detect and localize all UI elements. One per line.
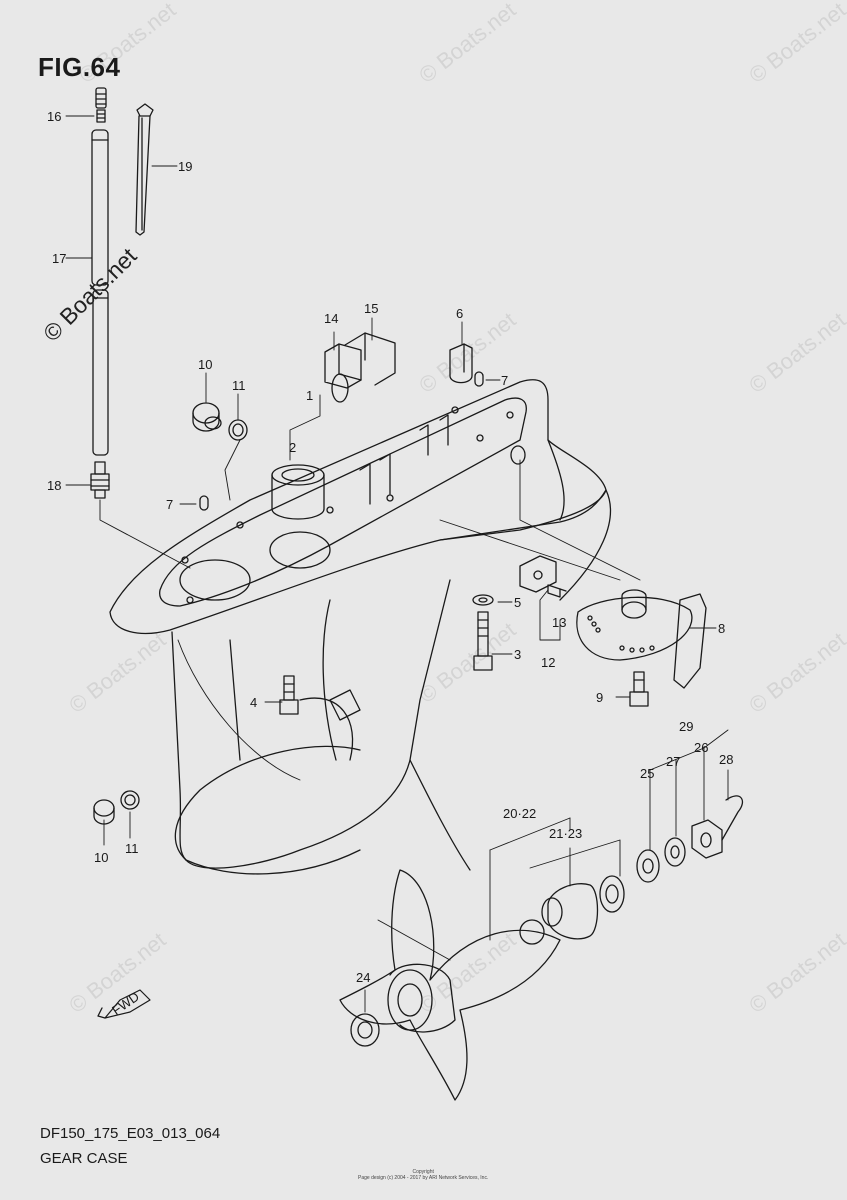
label-8: 8 — [718, 621, 725, 636]
label-7-left: 7 — [166, 497, 173, 512]
label-28: 28 — [719, 752, 733, 767]
label-17: 17 — [52, 251, 66, 266]
part-16-fitting — [95, 87, 107, 123]
label-10-top: 10 — [198, 357, 212, 372]
label-16: 16 — [47, 109, 61, 124]
part-7-pin-left — [199, 495, 209, 511]
part-8-trim-tab — [576, 589, 707, 689]
part-15-bracket — [344, 332, 396, 386]
label-13: 13 — [552, 615, 566, 630]
part-12-plate — [519, 555, 557, 593]
part-9-bolt — [629, 671, 649, 707]
part-25-washer — [636, 849, 660, 883]
label-29: 29 — [679, 719, 693, 734]
gear-case-housing — [109, 379, 611, 875]
label-14: 14 — [324, 311, 338, 326]
fwd-arrow-icon — [97, 989, 151, 1019]
part-27-spacer — [664, 837, 686, 867]
label-10-lower: 10 — [94, 850, 108, 865]
label-27: 27 — [666, 754, 680, 769]
label-6: 6 — [456, 306, 463, 321]
label-11-lower: 11 — [125, 841, 139, 856]
label-26: 26 — [694, 740, 708, 755]
label-1: 1 — [306, 388, 313, 403]
label-19: 19 — [178, 159, 192, 174]
propeller — [339, 869, 561, 1101]
part-14-anode — [324, 343, 362, 403]
part-28-cotter-pin — [721, 795, 743, 841]
part-11-gasket-top — [228, 419, 248, 441]
part-5-washer — [472, 594, 494, 606]
part-7-pin-right — [474, 371, 484, 387]
label-15: 15 — [364, 301, 378, 316]
label-12: 12 — [541, 655, 555, 670]
copyright-notice: Copyright Page design (c) 2004 - 2017 by… — [358, 1169, 488, 1181]
label-2: 2 — [289, 440, 296, 455]
label-7-right: 7 — [501, 373, 508, 388]
part-24-spacer — [350, 1013, 380, 1047]
part-6-block — [449, 343, 473, 384]
label-20-22: 20·22 — [503, 806, 536, 821]
part-21-23-thrust-parts — [519, 875, 625, 945]
part-3-bolt — [473, 611, 493, 671]
label-11-top: 11 — [232, 378, 246, 393]
label-21-23: 21·23 — [549, 826, 582, 841]
part-11-gasket-lower — [120, 790, 140, 810]
part-10-plug-top — [192, 402, 222, 432]
label-25: 25 — [640, 766, 654, 781]
part-4-bolt — [279, 675, 299, 715]
leader-lines — [65, 115, 729, 1013]
part-26-nut — [691, 819, 723, 859]
part-17-shaft — [91, 129, 109, 456]
figure-caption: GEAR CASE — [40, 1150, 128, 1167]
part-13-bolt — [547, 584, 567, 598]
label-4: 4 — [250, 695, 257, 710]
label-3: 3 — [514, 647, 521, 662]
label-9: 9 — [596, 690, 603, 705]
label-5: 5 — [514, 595, 521, 610]
part-19-strip — [135, 103, 154, 236]
label-18: 18 — [47, 478, 61, 493]
figure-title: FIG.64 — [38, 52, 121, 82]
model-code: DF150_175_E03_013_064 — [40, 1125, 221, 1142]
part-18-fitting — [90, 461, 110, 499]
copyright-line2: Page design (c) 2004 - 2017 by ARI Netwo… — [358, 1175, 489, 1181]
label-24: 24 — [356, 970, 370, 985]
part-number-labels: 16 19 17 18 10 11 1 2 14 15 6 7 7 5 3 13… — [47, 109, 733, 1018]
copyright-line1: Copyright — [412, 1169, 434, 1175]
